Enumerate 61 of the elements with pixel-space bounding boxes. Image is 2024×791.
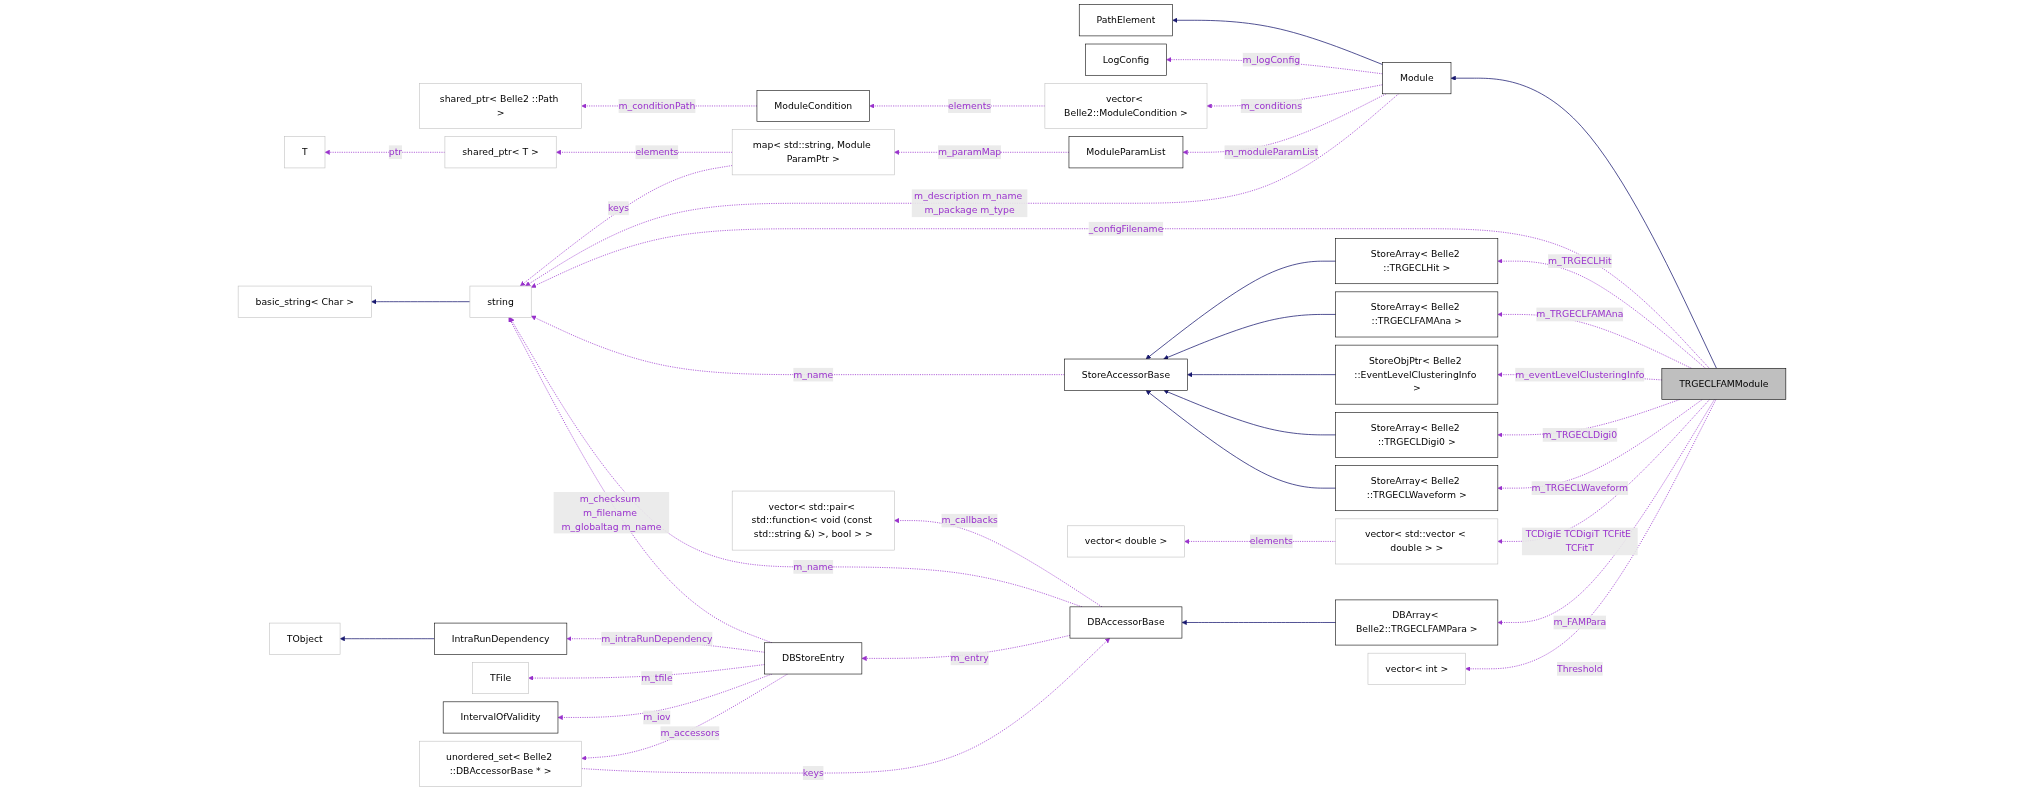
edge-label: elements bbox=[1249, 535, 1293, 547]
edge-label: m_checksum m_filename m_globaltag m_name bbox=[561, 493, 662, 532]
edge-label: m_paramMap bbox=[937, 146, 1002, 158]
node-box: StoreArray< Belle2 ::TRGECLDigi0 > bbox=[1335, 412, 1499, 458]
edge-label: TCDigiE TCDigiT TCFitE TCFitT bbox=[1525, 528, 1631, 554]
node-box: shared_ptr< Belle2 ::Path > bbox=[419, 83, 582, 129]
node-box: TObject bbox=[269, 622, 341, 655]
node-box: shared_ptr< T > bbox=[444, 136, 557, 169]
node-box: TFile bbox=[472, 662, 529, 694]
edge-label: ptr bbox=[388, 146, 403, 158]
node-box: vector< std::vector < double > > bbox=[1335, 518, 1499, 565]
edge-label: m_conditionPath bbox=[618, 100, 696, 112]
edge-label: m_description m_name m_package m_type bbox=[914, 190, 1023, 216]
node-box: basic_string< Char > bbox=[237, 285, 372, 318]
node-box: StoreArray< Belle2 ::TRGECLHit > bbox=[1335, 238, 1499, 285]
edge-label: m_tfile bbox=[641, 672, 673, 684]
edge-label: m_moduleParamList bbox=[1224, 146, 1319, 158]
node-box: StoreArray< Belle2 ::TRGECLFAMAna > bbox=[1335, 291, 1499, 338]
node-box: DBArray< Belle2::TRGECLFAMPara > bbox=[1335, 599, 1499, 646]
node-box: LogConfig bbox=[1085, 43, 1167, 76]
edge-label: m_eventLevelClusteringInfo bbox=[1515, 368, 1645, 380]
edge-label: m_TRGECLHit bbox=[1548, 255, 1612, 267]
node-box: TRGECLFAMModule bbox=[1661, 368, 1787, 400]
edge-label: m_TRGECLDigi0 bbox=[1542, 429, 1618, 441]
node-box: vector< int > bbox=[1367, 652, 1466, 685]
node-box: map< std::string, Module ParamPtr > bbox=[731, 129, 895, 176]
node-box: DBStoreEntry bbox=[764, 642, 863, 675]
edge-label: m_entry bbox=[950, 652, 989, 664]
edge-label: m_callbacks bbox=[941, 514, 998, 526]
node-box: StoreAccessorBase bbox=[1064, 358, 1188, 391]
edge-label: m_iov bbox=[643, 711, 671, 723]
edge-label: keys bbox=[607, 202, 630, 214]
edge-label: m_TRGECLFAMAna bbox=[1536, 308, 1624, 320]
node-box: PathElement bbox=[1078, 4, 1173, 37]
node-box: ModuleParamList bbox=[1068, 136, 1184, 169]
node-box: string bbox=[469, 285, 532, 318]
edge-label: elements bbox=[948, 100, 992, 112]
edge-label: m_logConfig bbox=[1242, 53, 1301, 65]
edge-label: elements bbox=[635, 146, 679, 158]
edge-label: m_TRGECLWaveform bbox=[1531, 482, 1629, 494]
edge-label: m_conditions bbox=[1240, 100, 1303, 112]
node-box: vector< std::pair< std::function< void (const std::string &) >, bool > > bbox=[731, 490, 895, 551]
node-box: IntraRunDependency bbox=[434, 622, 568, 655]
node-box: ModuleCondition bbox=[756, 90, 870, 122]
edge-label: Threshold bbox=[1557, 663, 1603, 675]
node-box: vector< double > bbox=[1067, 525, 1185, 558]
node-box: unordered_set< Belle2 ::DBAccessorBase * > bbox=[419, 740, 582, 787]
node-box: IntervalOfValidity bbox=[442, 701, 559, 734]
node-box: DBAccessorBase bbox=[1069, 606, 1183, 639]
edge-label: m_accessors bbox=[660, 727, 720, 739]
node-box: vector< Belle2::ModuleCondition > bbox=[1044, 83, 1208, 129]
edge-label: m_intraRunDependency bbox=[601, 632, 713, 644]
edge-label: m_FAMPara bbox=[1553, 616, 1607, 628]
edge-label: _configFilename bbox=[1088, 222, 1164, 234]
node-box: StoreObjPtr< Belle2 ::EventLevelClusteringInfo > bbox=[1335, 344, 1499, 405]
node-box: StoreArray< Belle2 ::TRGECLWaveform > bbox=[1335, 465, 1499, 512]
node-box: Module bbox=[1382, 62, 1452, 95]
node-box: T bbox=[284, 136, 326, 169]
edge-label: m_name bbox=[793, 561, 834, 573]
edge-label: keys bbox=[802, 767, 824, 779]
edge-label: m_name bbox=[793, 368, 834, 380]
